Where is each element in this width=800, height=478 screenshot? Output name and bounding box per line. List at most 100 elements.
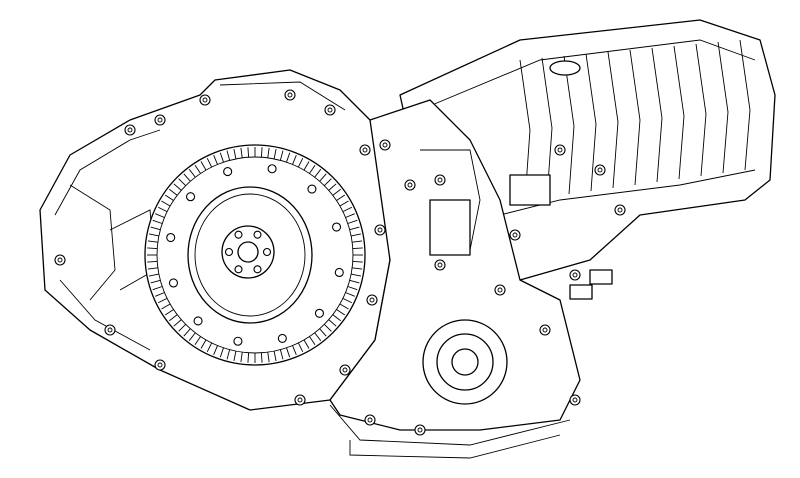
gear-tooth: [319, 328, 327, 337]
case-bolt-head: [542, 327, 548, 333]
bolt-hole: [314, 308, 325, 318]
gear-tooth: [161, 303, 171, 310]
case-bolt: [54, 254, 66, 266]
case-bolt: [614, 204, 626, 216]
case-bolt: [339, 364, 351, 376]
fill-plug: [549, 60, 581, 76]
gear-tooth: [219, 152, 224, 163]
case-bolt-head: [362, 147, 368, 153]
gear-tooth: [148, 273, 159, 277]
gear-tooth: [150, 226, 161, 231]
gear-tooth: [188, 332, 196, 341]
gear-tooth: [150, 279, 161, 284]
gear-tooth: [247, 352, 250, 363]
gear-tooth: [260, 352, 263, 363]
gear-tooth: [303, 339, 310, 349]
gear-tooth: [240, 147, 243, 158]
gear-tooth: [347, 286, 358, 291]
gear-tooth: [213, 345, 218, 355]
gear-tooth: [161, 200, 171, 207]
gear-tooth: [155, 213, 165, 218]
ring-gear-teeth: [147, 147, 363, 363]
gear-tooth: [273, 148, 277, 159]
gear-tooth: [292, 155, 297, 165]
gear-tooth: [240, 352, 243, 363]
gear-tooth: [260, 147, 263, 158]
case-bolt-head: [367, 417, 373, 423]
case-bolt: [509, 229, 521, 241]
case-bolt-head: [157, 117, 163, 123]
case-bolt-head: [377, 227, 383, 233]
case-bolt-head: [437, 177, 443, 183]
case-bolt: [124, 124, 136, 136]
solenoid: [509, 174, 551, 206]
bolt-hole: [267, 164, 277, 174]
gear-tooth: [349, 279, 360, 284]
case-bolt: [494, 284, 506, 296]
gear-tooth: [297, 342, 304, 353]
case-rib: [585, 53, 597, 192]
case-bolt: [569, 394, 581, 406]
gear-tooth: [332, 314, 341, 322]
case-bolt: [154, 114, 166, 126]
bolt-hole: [168, 278, 179, 288]
case-bolt: [434, 174, 446, 186]
bolt-hole: [193, 316, 203, 326]
hub-bolt: [253, 230, 262, 239]
case-bolt-head: [369, 297, 375, 303]
gear-tooth: [152, 286, 163, 291]
case-bolt: [569, 269, 581, 281]
gear-tooth: [314, 169, 322, 178]
case-bolt: [154, 359, 166, 371]
gear-tooth: [226, 150, 231, 161]
case-bolt-head: [437, 262, 443, 268]
output-flange: [422, 319, 508, 405]
valve-body-cover: [429, 199, 471, 256]
case-bolt-head: [557, 147, 563, 153]
case-bolt: [404, 179, 416, 191]
bolt-hole: [166, 232, 176, 243]
gear-tooth: [328, 319, 337, 327]
gear-tooth: [152, 219, 163, 224]
gear-tooth: [178, 323, 187, 332]
gear-tooth: [173, 319, 182, 327]
gear-tooth: [169, 188, 178, 196]
case-bolt-head: [327, 107, 333, 113]
gear-tooth: [339, 303, 349, 310]
case-bolt: [366, 294, 378, 306]
case-bolt-head: [107, 327, 113, 333]
case-bolt-head: [287, 92, 293, 98]
gear-tooth: [169, 314, 178, 322]
gear-tooth: [147, 260, 158, 263]
gear-tooth: [309, 336, 316, 346]
gear-tooth: [164, 194, 174, 201]
case-bolt-head: [512, 232, 518, 238]
case-bolt: [199, 94, 211, 106]
gear-tooth: [279, 349, 284, 360]
case-bolt-head: [572, 397, 578, 403]
gear-tooth: [351, 233, 362, 237]
gear-tooth: [319, 173, 327, 182]
bolt-hole: [233, 336, 243, 346]
gear-tooth: [342, 297, 353, 304]
gear-tooth: [164, 309, 174, 316]
case-rib: [695, 43, 707, 177]
bolt-hole: [331, 222, 342, 232]
case-bolt-head: [407, 182, 413, 188]
case-bolt: [539, 324, 551, 336]
case-rib: [541, 57, 553, 198]
case-bolt: [284, 89, 296, 101]
case-bolt-head: [497, 287, 503, 293]
hub-bolt: [224, 247, 234, 257]
case-rib: [717, 41, 729, 174]
case-bolt: [359, 144, 371, 156]
gear-tooth: [352, 247, 363, 250]
case-bolts: [54, 89, 626, 436]
gear-tooth: [219, 347, 224, 358]
gear-tooth: [173, 183, 182, 191]
case-bolt: [294, 394, 306, 406]
gear-tooth: [226, 349, 231, 360]
gear-tooth: [157, 206, 168, 213]
case-bolt-head: [417, 427, 423, 433]
gear-tooth: [352, 267, 363, 270]
